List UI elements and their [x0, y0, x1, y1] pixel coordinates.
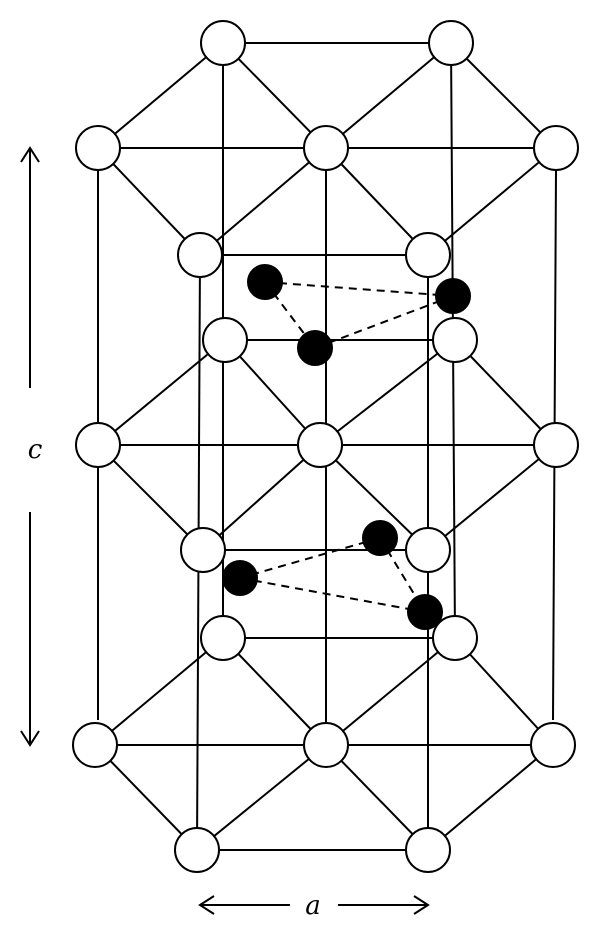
c-dimension: c	[20, 146, 43, 747]
bond	[427, 444, 557, 551]
open-atom	[405, 527, 451, 573]
open-atom	[177, 232, 223, 278]
open-atom	[297, 422, 343, 468]
bond	[222, 637, 327, 746]
open-atom	[75, 422, 121, 468]
bond	[97, 147, 201, 256]
arrow-left-icon	[198, 895, 215, 915]
filled-atoms	[222, 264, 471, 630]
open-atom	[200, 615, 246, 661]
bond	[454, 339, 557, 446]
bond	[427, 744, 554, 851]
bond	[325, 147, 429, 256]
open-atom	[202, 317, 248, 363]
open-atom	[174, 827, 220, 873]
open-atoms	[72, 20, 579, 873]
open-atom	[303, 722, 349, 768]
filled-atom	[407, 594, 443, 630]
bond	[450, 42, 557, 149]
dashed-bond	[264, 281, 454, 297]
a-label: a	[305, 891, 321, 921]
bond	[222, 42, 327, 149]
filled-atom	[362, 520, 398, 556]
bond	[97, 42, 224, 149]
open-atom	[180, 527, 226, 573]
bond	[319, 339, 456, 446]
bond	[202, 444, 321, 551]
open-atom	[533, 422, 579, 468]
filled-atom	[222, 560, 258, 596]
open-atom	[75, 125, 121, 171]
open-atom	[432, 317, 478, 363]
filled-atom	[297, 330, 333, 366]
open-atom	[428, 20, 474, 66]
bond	[427, 147, 557, 256]
open-atom	[432, 615, 478, 661]
bond	[325, 42, 452, 149]
open-atom	[72, 722, 118, 768]
a-dimension: a	[198, 891, 430, 921]
open-atom	[200, 20, 246, 66]
filled-atom	[247, 264, 283, 300]
bond	[94, 637, 224, 746]
bond	[325, 744, 429, 851]
bond	[94, 744, 198, 851]
arrow-right-icon	[413, 895, 430, 915]
arrow-down-icon	[20, 730, 40, 747]
open-atom	[530, 722, 576, 768]
arrow-up-icon	[20, 146, 40, 163]
dashed-bond	[239, 577, 426, 613]
open-atom	[303, 125, 349, 171]
bond	[454, 637, 554, 746]
bond	[199, 147, 327, 256]
bond	[224, 339, 321, 446]
solid-bonds	[94, 42, 557, 851]
bond	[97, 339, 226, 446]
bond	[97, 444, 204, 551]
bond	[325, 637, 456, 746]
c-label: c	[28, 435, 43, 465]
bond	[196, 744, 327, 851]
bond	[319, 444, 429, 551]
open-atom	[533, 125, 579, 171]
filled-atom	[435, 278, 471, 314]
dashed-bond	[314, 295, 454, 349]
open-atom	[405, 827, 451, 873]
dashed-bond	[239, 537, 381, 579]
open-atom	[405, 232, 451, 278]
